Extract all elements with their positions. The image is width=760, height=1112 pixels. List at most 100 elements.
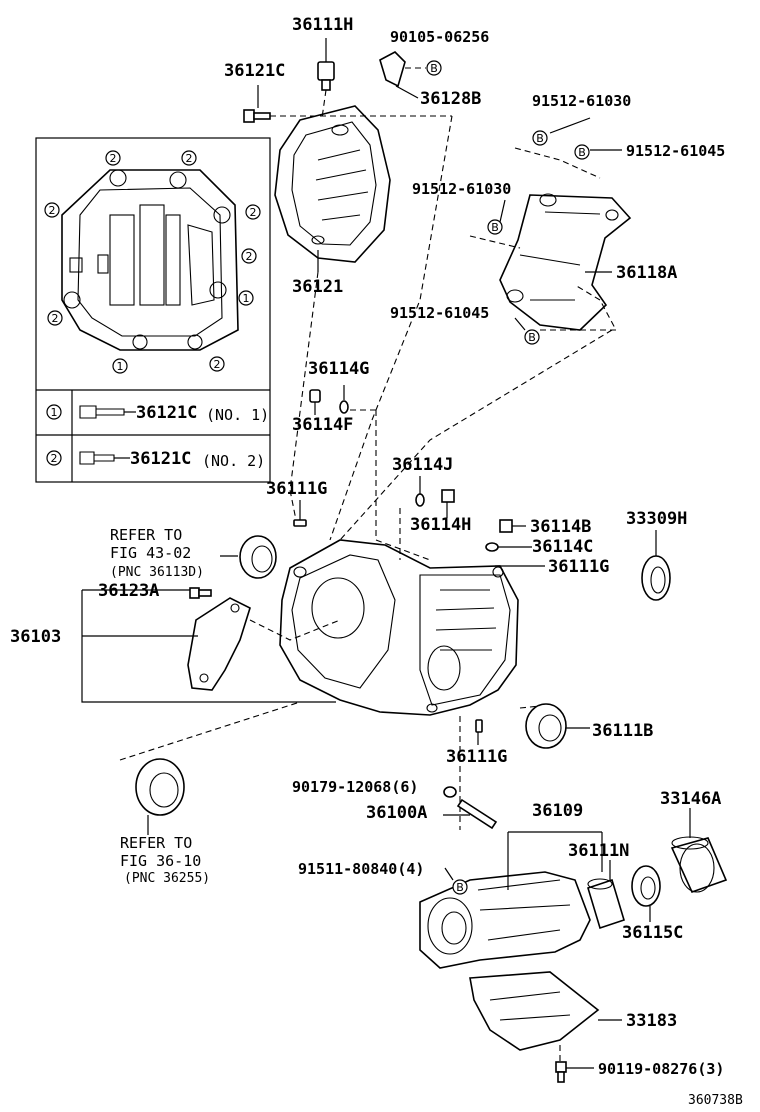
part-36114G-plug: [309, 389, 321, 415]
callout-36123A: 36123A: [98, 581, 159, 601]
part-seal-fig-43-02: [220, 535, 277, 579]
ref-note-1-line-1: REFER TO: [110, 526, 182, 544]
part-36115C-seal: [631, 865, 661, 922]
bolt-marker-2: 2: [47, 310, 63, 326]
svg-text:2: 2: [52, 312, 59, 325]
bolt-marker-2: 2: [105, 150, 121, 166]
callout-36115C: 36115C: [622, 923, 683, 943]
bolt-marker-2: 2: [241, 248, 257, 264]
svg-text:1: 1: [117, 360, 124, 373]
callout-33183: 33183: [626, 1011, 677, 1031]
inset-legend-row-2: 2 36121C (NO. 2): [46, 449, 265, 470]
svg-text:1: 1: [243, 292, 250, 305]
callout-91511-80840: 91511-80840(4): [298, 860, 424, 878]
part-36100A-stud: [443, 786, 498, 830]
part-36109-housing: [419, 831, 603, 969]
part-90119-bolt: [555, 1045, 594, 1083]
svg-text:2: 2: [49, 204, 56, 217]
svg-text:(NO. 2): (NO. 2): [202, 452, 265, 470]
part-36111N-bushing: [587, 860, 625, 930]
part-33309H-seal: [641, 530, 671, 601]
callout-36111H: 36111H: [292, 15, 353, 35]
svg-text:B: B: [456, 881, 464, 894]
callout-36114G: 36114G: [308, 359, 369, 379]
bracket-bolt-markers: B B B B: [469, 117, 622, 345]
bolt-marker-2: 2: [209, 356, 225, 372]
svg-text:1: 1: [51, 406, 58, 419]
svg-text:B: B: [430, 62, 438, 75]
part-36114F-gasket: [339, 385, 376, 414]
callout-36114H: 36114H: [410, 515, 471, 535]
reference-notes: REFER TO FIG 43-02 (PNC 36113D) REFER TO…: [110, 526, 210, 886]
callout-36111G-bottom: 36111G: [446, 747, 507, 767]
callout-91512-61045-mid: 91512-61045: [390, 304, 489, 322]
callout-labels: 36111H 36121C 90105-06256 36128B 91512-6…: [10, 15, 725, 1078]
callout-90105-06256: 90105-06256: [390, 28, 489, 46]
svg-text:B: B: [528, 331, 536, 344]
part-36111B-seal: [525, 703, 590, 749]
inset-bolt-pattern-panel: 2 2 2 2 2 1 2 1 2 1 36121C (NO. 1) 2 361…: [35, 137, 271, 483]
callout-36111N: 36111N: [568, 841, 629, 861]
inset-bolt-markers: 2 2 2 2 2 1 2 1 2: [44, 150, 261, 374]
svg-text:2: 2: [186, 152, 193, 165]
part-36118A-bracket: [499, 193, 632, 331]
part-36114H-plug: [441, 489, 455, 518]
ref-note-1-line-2: FIG 43-02: [110, 544, 191, 562]
callout-36100A: 36100A: [366, 803, 427, 823]
part-36111H-breather: [317, 38, 335, 119]
svg-text:B: B: [578, 146, 586, 159]
callout-91512-61030-mid: 91512-61030: [412, 180, 511, 198]
svg-text:2: 2: [51, 452, 58, 465]
bolt-marker-1: 1: [238, 290, 254, 306]
callout-36111G-right: 36111G: [548, 557, 609, 577]
bolt-marker-2: 2: [181, 150, 197, 166]
svg-text:B: B: [536, 132, 544, 145]
part-36121-cover: [274, 105, 391, 272]
part-36114J-gasket: [415, 476, 425, 507]
svg-text:2: 2: [110, 152, 117, 165]
callout-36114F: 36114F: [292, 415, 353, 435]
part-36103-case: [279, 539, 519, 716]
part-36121C-bolt: [243, 85, 452, 123]
callout-36103: 36103: [10, 627, 61, 647]
inset-cover-drawing: [61, 169, 239, 351]
part-36114B-plug: [499, 519, 526, 533]
part-36103-brace: [82, 597, 251, 691]
callout-33309H: 33309H: [626, 509, 687, 529]
callout-36111G-top: 36111G: [266, 479, 327, 499]
svg-text:36121C: 36121C: [136, 403, 197, 423]
callout-91512-61030-top: 91512-61030: [532, 92, 631, 110]
callout-36121: 36121: [292, 277, 343, 297]
part-seal-fig-36-10: [135, 758, 185, 835]
callout-90119-08276: 90119-08276(3): [598, 1060, 724, 1078]
bolt-marker-1: 1: [112, 358, 128, 374]
callout-36121C: 36121C: [224, 61, 285, 81]
svg-text:2: 2: [250, 206, 257, 219]
bolt-marker-2: 2: [245, 204, 261, 220]
svg-text:2: 2: [246, 250, 253, 263]
ref-note-1-line-3: (PNC 36113D): [110, 565, 204, 580]
inset-legend-row-1: 1 36121C (NO. 1): [46, 403, 269, 424]
part-33183-guard: [469, 971, 622, 1051]
part-36114C-gasket: [485, 542, 532, 552]
callout-36114J: 36114J: [392, 455, 453, 475]
figure-id: 360738B: [688, 1093, 743, 1108]
callout-36128B: 36128B: [420, 89, 481, 109]
ref-note-2-line-3: (PNC 36255): [124, 871, 210, 886]
callout-90179-12068: 90179-12068(6): [292, 778, 418, 796]
svg-text:(NO. 1): (NO. 1): [206, 406, 269, 424]
assembly-dashed-lines: [119, 115, 613, 830]
callout-36109: 36109: [532, 801, 583, 821]
bolt-marker-2: 2: [44, 202, 60, 218]
svg-text:36121C: 36121C: [130, 449, 191, 469]
svg-text:2: 2: [214, 358, 221, 371]
callout-36114B: 36114B: [530, 517, 591, 537]
svg-text:B: B: [491, 221, 499, 234]
callout-36114C: 36114C: [532, 537, 593, 557]
callout-91512-61045-top: 91512-61045: [626, 142, 725, 160]
part-91511-bolt-marker: B: [444, 867, 468, 895]
part-36123A-bolt: [189, 587, 212, 599]
part-36111G-pins: [293, 500, 545, 745]
part-36128B-plate: B: [379, 51, 442, 99]
